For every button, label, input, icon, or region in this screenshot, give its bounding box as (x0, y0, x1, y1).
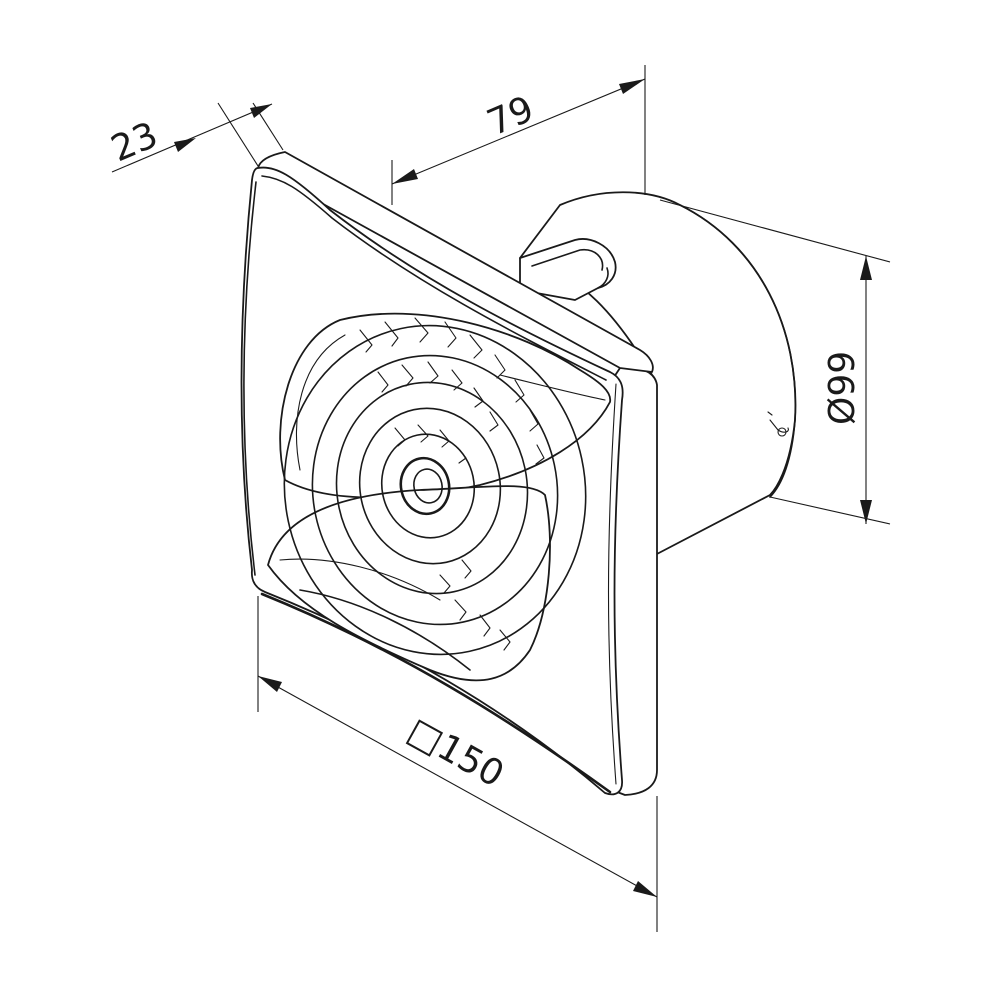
dimension-duct-diameter: Ø99 (659, 199, 891, 525)
dimension-label-150: □150 (401, 710, 511, 796)
dimension-label-23: 23 (105, 115, 163, 171)
grille (267, 312, 612, 682)
dimension-depth-flange: 23 (105, 102, 284, 173)
mounting-tab (519, 238, 617, 301)
dimension-label-diameter: Ø99 (822, 351, 863, 425)
impeller-rings (283, 317, 587, 656)
dimension-label-79: 79 (481, 89, 539, 145)
dimension-depth-total: 79 (391, 65, 646, 205)
